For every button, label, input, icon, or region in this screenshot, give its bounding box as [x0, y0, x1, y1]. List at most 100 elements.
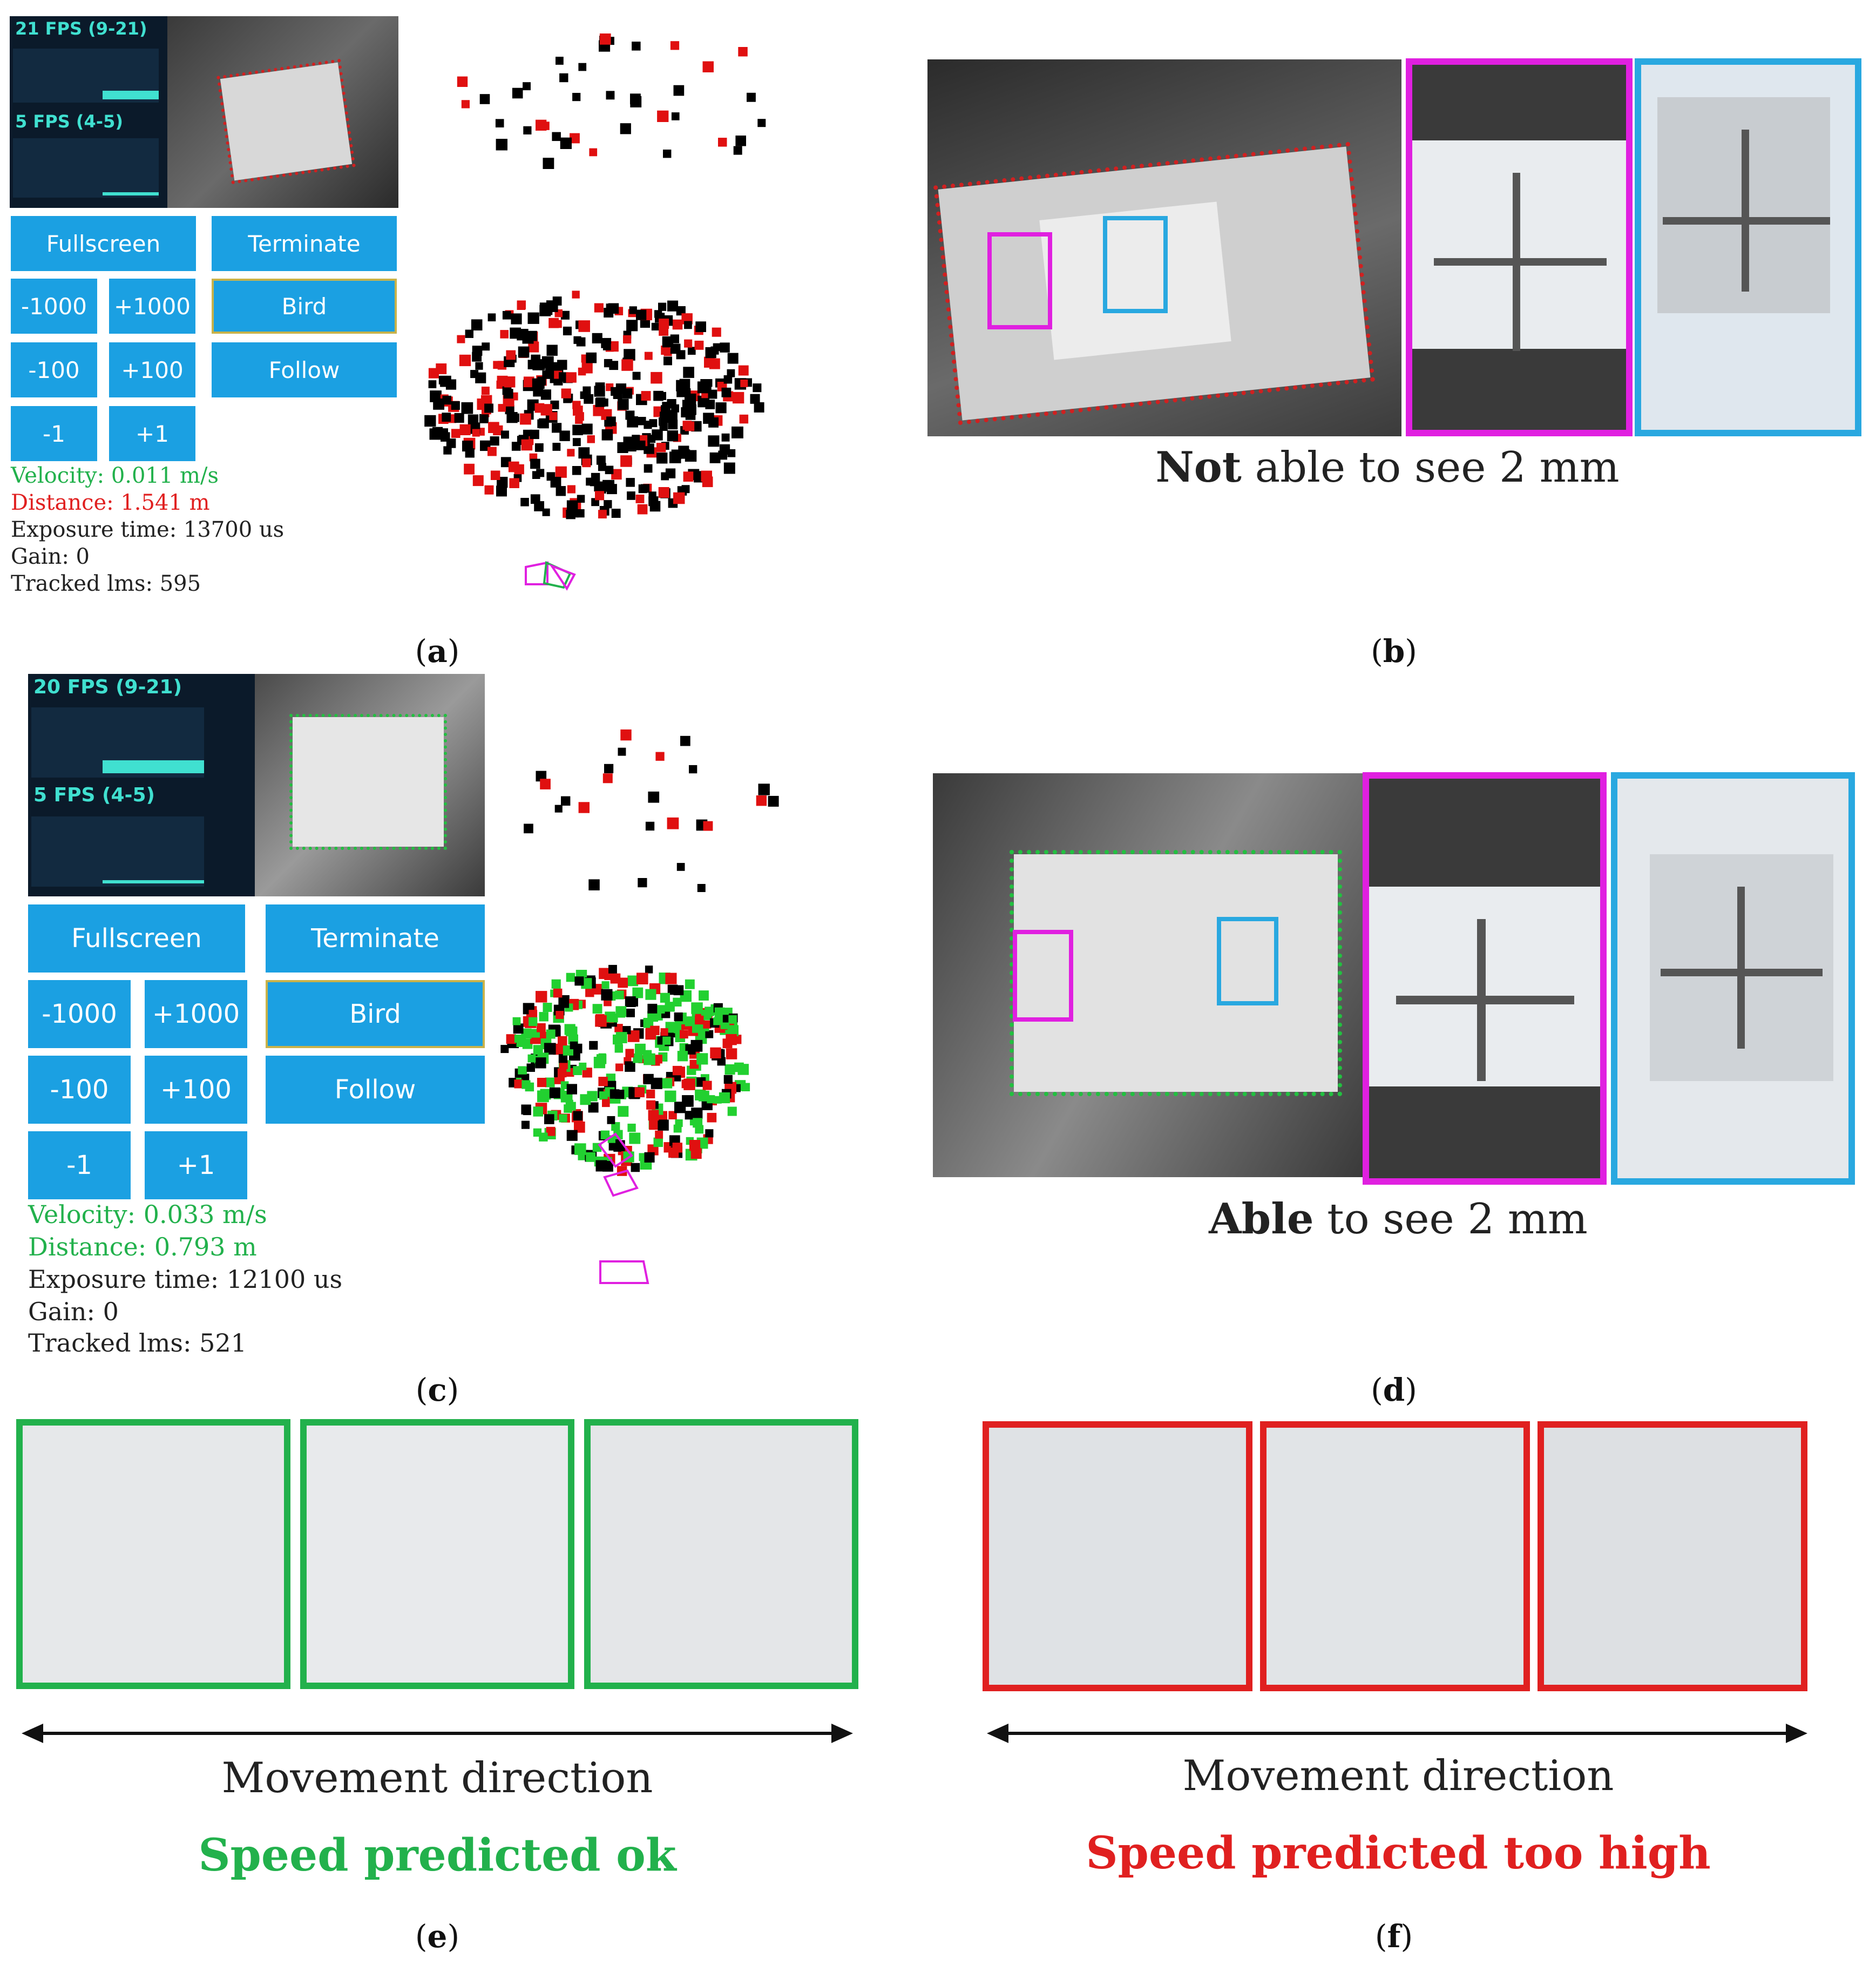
landmark-point	[518, 346, 530, 358]
landmark-point	[511, 442, 521, 451]
fps-bar-top	[103, 91, 159, 99]
zoom-cyan-b	[1635, 58, 1861, 436]
plus-1000-button-c[interactable]: +1000	[145, 980, 247, 1048]
landmark-point	[714, 1007, 725, 1018]
landmark-point	[645, 965, 653, 974]
landmark-point	[625, 996, 636, 1007]
landmark-point	[472, 429, 480, 437]
landmark-point	[696, 1053, 708, 1065]
fps-bar-bottom-c	[103, 880, 204, 883]
target-board	[216, 58, 356, 185]
landmark-point	[618, 399, 629, 410]
landmark-point	[670, 343, 681, 354]
fullscreen-button-c[interactable]: Fullscreen	[28, 904, 245, 973]
landmark-point	[572, 93, 581, 102]
landmark-point	[576, 509, 585, 518]
landmark-point	[640, 318, 651, 328]
minus-1000-button[interactable]: -1000	[11, 279, 97, 334]
follow-button[interactable]: Follow	[212, 342, 397, 397]
landmark-point	[563, 326, 572, 335]
landmark-point	[672, 1065, 682, 1076]
bird-button[interactable]: Bird	[212, 279, 397, 334]
minus-100-button[interactable]: -100	[11, 342, 97, 397]
landmark-point	[566, 500, 578, 511]
landmark-point	[653, 1137, 663, 1147]
landmark-point	[517, 300, 526, 309]
minus-1-button[interactable]: -1	[11, 406, 97, 461]
landmark-point	[677, 1051, 688, 1062]
exposure-readout: Exposure time: 13700 us	[11, 517, 285, 542]
landmark-point	[578, 320, 590, 332]
follow-button-c[interactable]: Follow	[266, 1056, 485, 1124]
landmark-point	[592, 333, 602, 343]
landmark-point	[715, 402, 727, 414]
landmark-point	[649, 501, 661, 512]
landmark-point	[611, 1122, 620, 1131]
landmark-point	[644, 352, 653, 360]
landmark-point	[733, 146, 742, 155]
landmark-point	[556, 57, 564, 65]
landmark-point	[586, 352, 597, 363]
terminate-button-c[interactable]: Terminate	[266, 904, 485, 973]
plus-100-button[interactable]: +100	[109, 342, 195, 397]
landmark-point	[567, 485, 575, 494]
bird-button-c[interactable]: Bird	[266, 980, 485, 1048]
landmark-point	[638, 417, 646, 426]
landmark-point	[505, 405, 514, 415]
landmark-point	[665, 1090, 676, 1102]
distance-readout-c: Distance: 0.793 m	[28, 1232, 257, 1261]
plus-1000-button[interactable]: +1000	[109, 279, 195, 334]
landmark-point	[618, 977, 628, 988]
landmark-point	[596, 1054, 607, 1064]
landmark-point	[644, 464, 653, 473]
minus-100-button-c[interactable]: -100	[28, 1056, 131, 1124]
landmark-point	[699, 1090, 709, 1102]
speed-status-f: Speed predicted too high	[1086, 1827, 1711, 1879]
landmark-point	[627, 1123, 636, 1132]
plus-1-button[interactable]: +1	[109, 406, 195, 461]
landmark-point	[676, 389, 685, 397]
landmark-point	[702, 476, 713, 488]
landmark-point	[676, 863, 685, 871]
landmark-point	[685, 1044, 696, 1055]
landmark-point	[465, 329, 473, 338]
landmark-point	[498, 404, 506, 412]
landmark-point	[733, 391, 744, 404]
landmark-point	[626, 1008, 635, 1017]
landmark-point	[662, 1036, 671, 1045]
landmark-point	[451, 401, 460, 410]
landmark-point	[618, 747, 626, 756]
landmark-point	[703, 821, 713, 831]
plus-100-button-c[interactable]: +100	[145, 1056, 247, 1124]
landmark-point	[754, 402, 764, 413]
zoom-magenta-d	[1363, 772, 1607, 1185]
minus-1000-button-c[interactable]: -1000	[28, 980, 131, 1048]
speed-status-e: Speed predicted ok	[198, 1829, 676, 1881]
landmark-point	[703, 1020, 712, 1029]
landmark-point	[487, 447, 497, 456]
minus-1-button-c[interactable]: -1	[28, 1131, 131, 1199]
landmark-point	[496, 139, 507, 151]
landmark-point	[548, 318, 559, 328]
landmark-point	[660, 992, 670, 1003]
landmark-point	[627, 416, 638, 428]
plus-1-button-c[interactable]: +1	[145, 1131, 247, 1199]
landmark-point	[424, 415, 436, 427]
landmark-point	[521, 1120, 530, 1129]
landmark-point	[611, 387, 620, 396]
landmark-point	[602, 773, 613, 784]
landmark-point	[555, 466, 567, 478]
landmark-point	[523, 376, 534, 388]
landmark-point	[632, 987, 644, 998]
frame-f-2	[1260, 1421, 1530, 1691]
landmark-point	[606, 303, 615, 313]
landmark-point	[559, 73, 568, 83]
landmark-point	[553, 988, 563, 998]
landmark-point	[734, 1062, 744, 1072]
terminate-button[interactable]: Terminate	[212, 216, 397, 271]
landmark-point	[624, 349, 635, 361]
landmark-point	[552, 423, 562, 433]
caption-e: (e)	[415, 1918, 460, 1955]
fullscreen-button[interactable]: Fullscreen	[11, 216, 196, 271]
landmark-point	[657, 110, 669, 122]
